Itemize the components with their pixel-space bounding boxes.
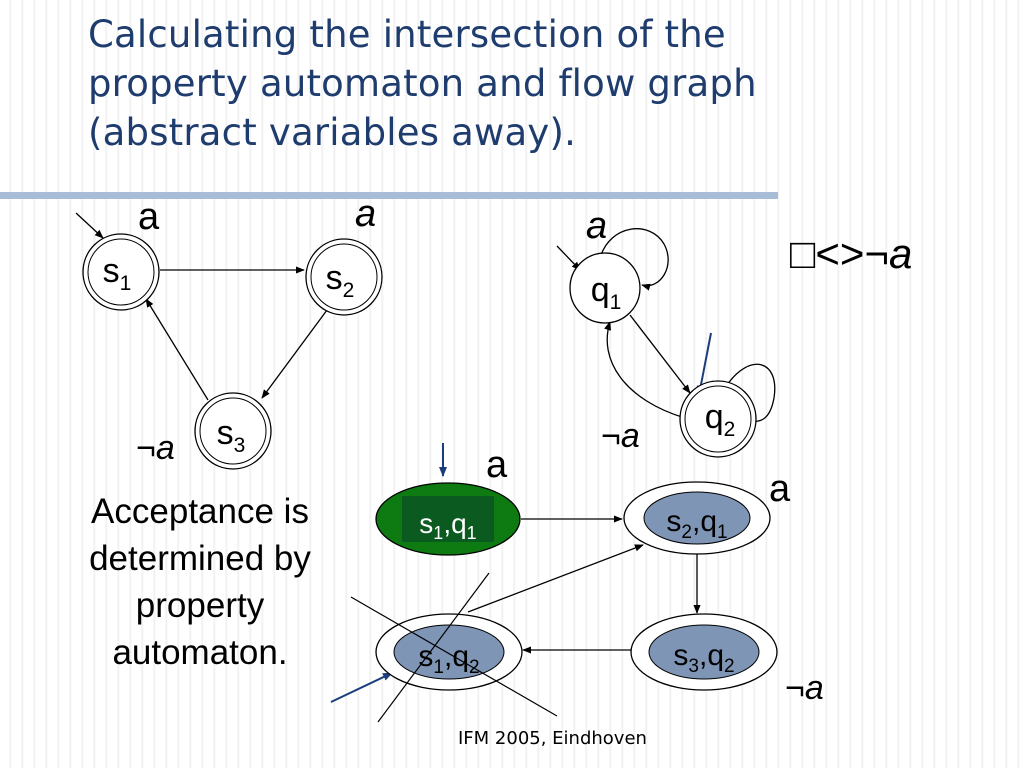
s1q1-label: a	[486, 444, 508, 486]
edge-s3-s1	[145, 298, 209, 401]
title-divider	[0, 192, 778, 199]
svg-text:q1: q1	[591, 271, 622, 314]
slide-title: Calculating the intersection of the prop…	[88, 13, 757, 154]
svg-text:s3,q2: s3,q2	[673, 639, 734, 677]
s1q2-accepting-marker	[330, 672, 393, 703]
q1-self-loop	[599, 228, 669, 291]
s1-label: a	[138, 196, 160, 238]
product-state-s3q2: s3,q2	[630, 613, 778, 691]
state-q2: q2	[679, 380, 757, 458]
flow-graph: s1 s2 s3 a a ¬a	[75, 193, 383, 470]
product-state-s2q1: s2,q1	[623, 481, 771, 555]
svg-text:s2,q1: s2,q1	[666, 505, 727, 543]
product-state-s1q2: s1,q2	[375, 613, 523, 691]
edge-s2-s3	[261, 305, 331, 399]
q1-initial-arrow	[556, 245, 581, 271]
q1-label: a	[586, 205, 607, 247]
svg-text:s1,q2: s1,q2	[418, 640, 479, 678]
svg-text:s1,q1: s1,q1	[419, 508, 476, 543]
state-q1: q1	[569, 252, 641, 324]
s3-label: ¬a	[136, 429, 175, 467]
svg-text:s2: s2	[326, 259, 355, 302]
svg-text:s3: s3	[217, 414, 246, 457]
svg-text:s1: s1	[103, 252, 132, 295]
s2-label: a	[355, 193, 376, 235]
edge-q1-q2	[629, 314, 691, 394]
s2q1-label: a	[769, 468, 791, 510]
state-s2: s2	[305, 238, 383, 316]
edge-q2-q1	[604, 321, 686, 419]
edge-s1q2-s2q1	[467, 544, 644, 613]
svg-text:q2: q2	[705, 398, 736, 441]
state-s3: s3	[194, 392, 272, 470]
footer-text: IFM 2005, Eindhoven	[458, 728, 647, 749]
product-automaton: s1,q1 s2,q1 s3,q2 s1,q2 a a ¬a	[330, 443, 824, 723]
ltl-formula: □<>¬a	[790, 230, 912, 277]
acceptance-caption: Acceptance is determined by property aut…	[89, 492, 311, 672]
cross-out-line-1	[350, 596, 558, 717]
s3q2-label: ¬a	[785, 669, 824, 707]
s1-initial-arrow	[75, 212, 104, 239]
property-automaton: q1 q2 a ¬a □<>¬a	[556, 205, 912, 458]
cross-out-line-2	[377, 572, 490, 723]
product-state-s1q1: s1,q1	[375, 482, 521, 556]
q2-label: ¬a	[601, 417, 640, 455]
q2-self-loop	[726, 363, 776, 426]
state-s1: s1	[82, 233, 160, 311]
